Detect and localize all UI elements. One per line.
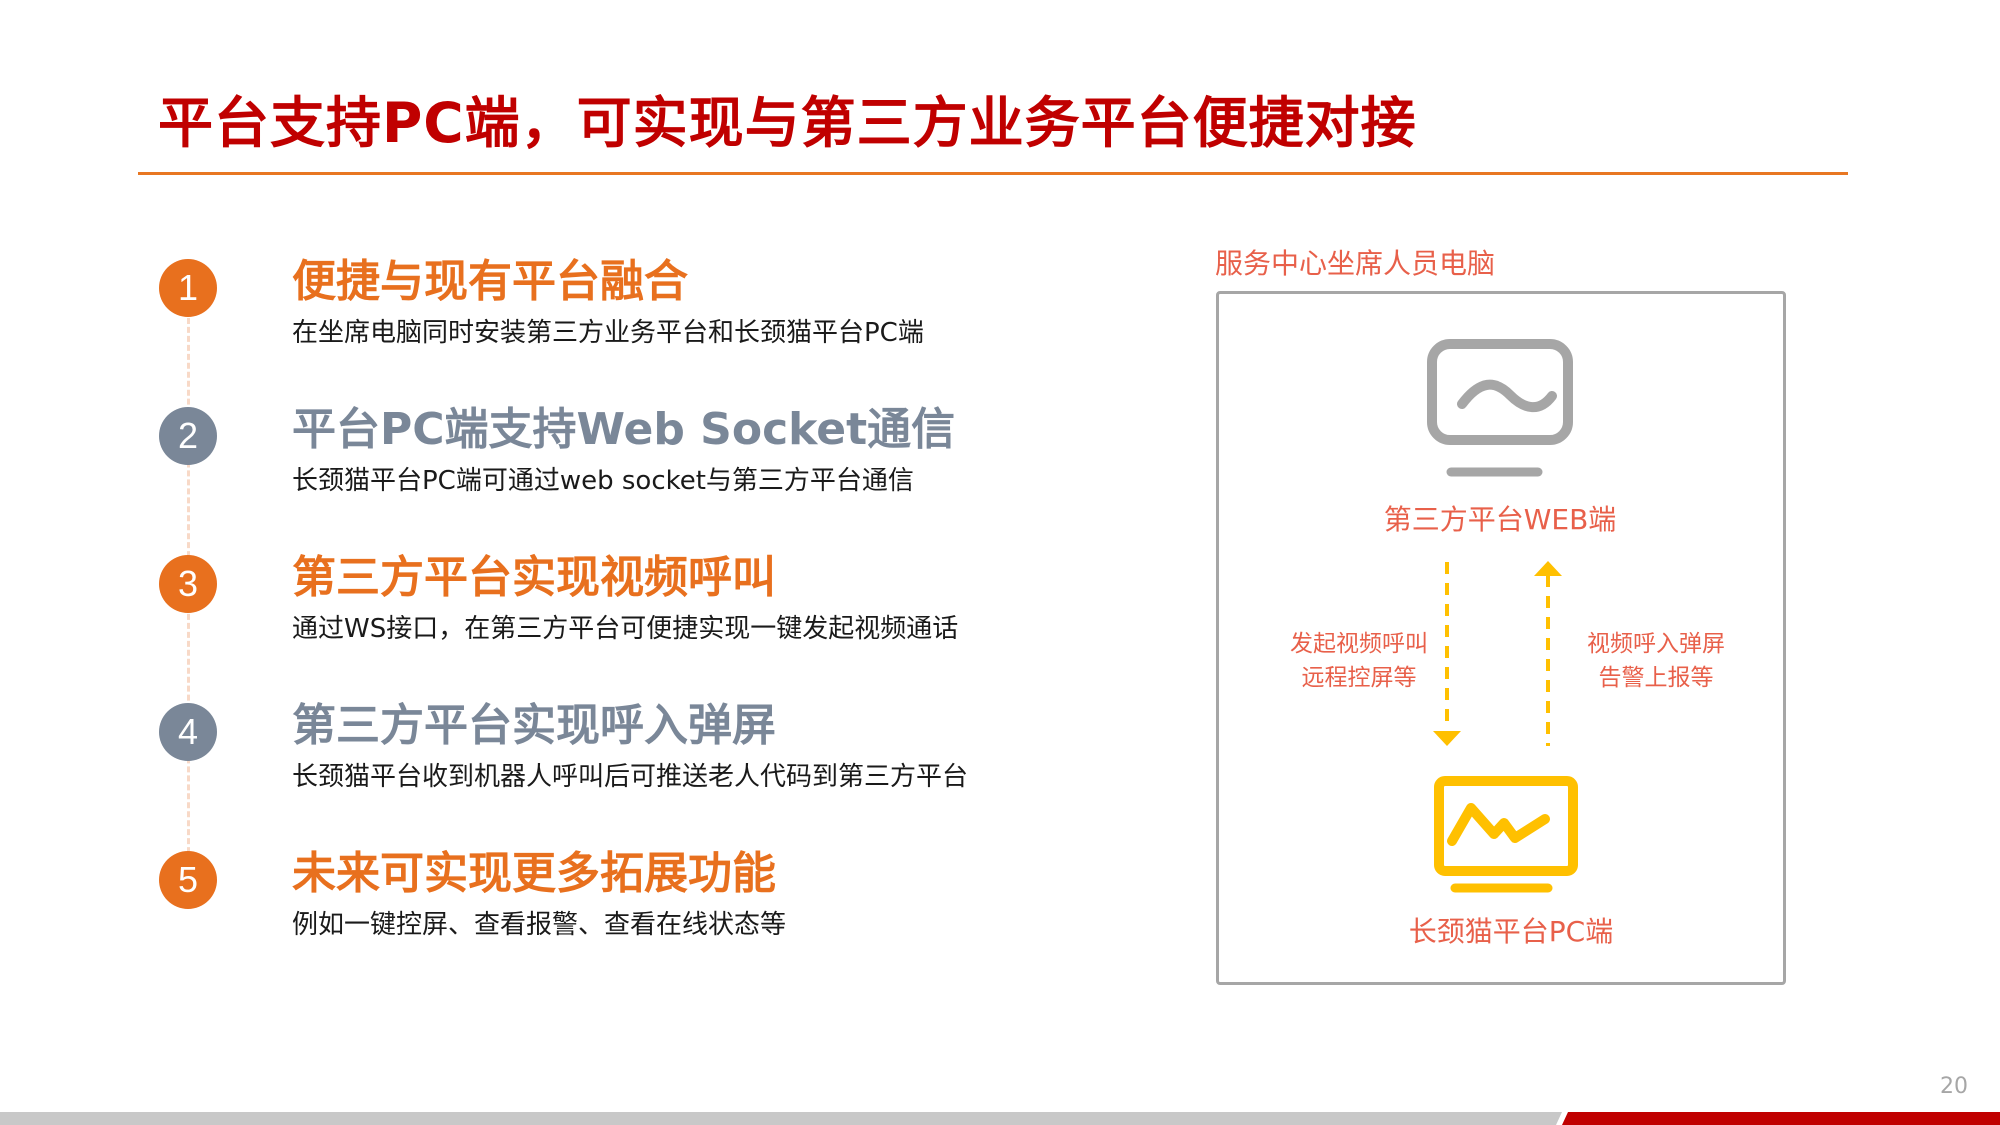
web-node-label: 第三方平台WEB端 xyxy=(1383,503,1617,536)
title-divider xyxy=(138,172,1848,175)
step-badge-1: 1 xyxy=(159,259,217,317)
step-desc-3: 通过WS接口，在第三方平台可便捷实现一键发起视频通话 xyxy=(292,614,959,644)
step-badge-4: 4 xyxy=(159,703,217,761)
panel-label: 服务中心坐席人员电脑 xyxy=(1215,247,1496,280)
slide-title: 平台支持PC端，可实现与第三方业务平台便捷对接 xyxy=(158,91,1417,155)
step-badge-5: 5 xyxy=(159,851,217,909)
web-monitor-icon xyxy=(1427,339,1573,477)
footer-bar xyxy=(0,1112,2000,1125)
step-desc-4: 长颈猫平台收到机器人呼叫后可推送老人代码到第三方平台 xyxy=(292,762,969,792)
step-heading-2: 平台PC端支持Web Socket通信 xyxy=(292,404,956,455)
page-number: 20 xyxy=(1940,1074,1968,1099)
step-badge-2: 2 xyxy=(159,407,217,465)
pc-node-label: 长颈猫平台PC端 xyxy=(1408,915,1614,948)
step-heading-4: 第三方平台实现呼入弹屏 xyxy=(292,700,776,751)
pc-monitor-icon xyxy=(1434,776,1578,893)
arrow-up-icon xyxy=(1534,561,1562,746)
step-desc-1: 在坐席电脑同时安装第三方业务平台和长颈猫平台PC端 xyxy=(292,318,924,348)
step-desc-5: 例如一键控屏、查看报警、查看在线状态等 xyxy=(292,910,787,940)
step-heading-5: 未来可实现更多拓展功能 xyxy=(292,848,776,899)
up-flow-line1: 视频呼入弹屏 xyxy=(1587,631,1725,657)
up-flow-line2: 告警上报等 xyxy=(1598,665,1714,691)
diagram-panel xyxy=(1216,291,1786,985)
step-desc-2: 长颈猫平台PC端可通过web socket与第三方平台通信 xyxy=(292,466,914,496)
step-heading-3: 第三方平台实现视频呼叫 xyxy=(292,552,776,603)
down-flow-line1: 发起视频呼叫 xyxy=(1290,631,1428,657)
down-flow-line2: 远程控屏等 xyxy=(1301,665,1417,691)
step-badge-3: 3 xyxy=(159,555,217,613)
up-flow-label: 视频呼入弹屏 告警上报等 xyxy=(1587,627,1725,695)
down-flow-label: 发起视频呼叫 远程控屏等 xyxy=(1290,627,1428,695)
arrow-down-icon xyxy=(1433,562,1461,746)
step-heading-1: 便捷与现有平台融合 xyxy=(292,256,688,307)
